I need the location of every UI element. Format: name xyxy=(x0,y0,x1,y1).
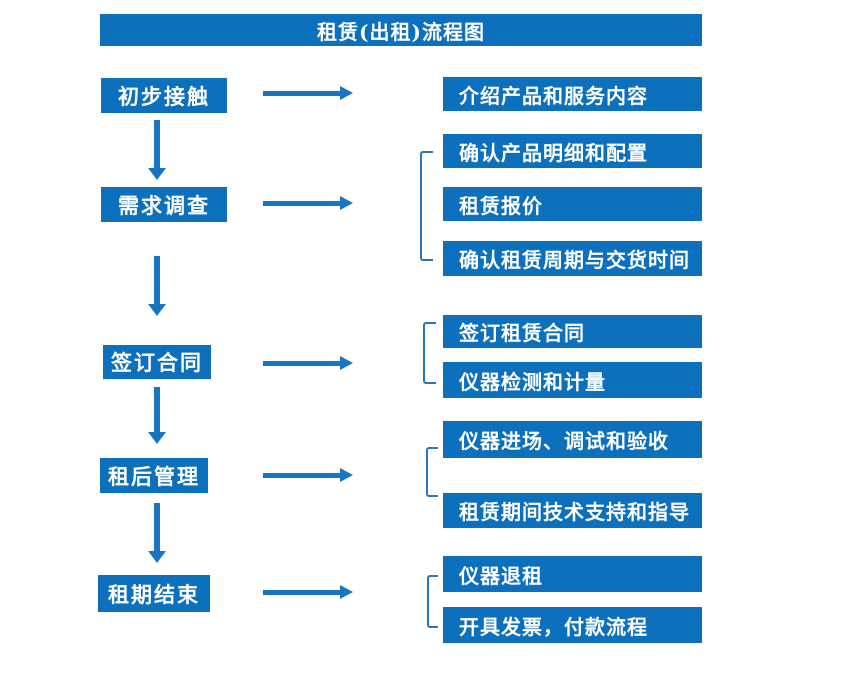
arrow-head-icon xyxy=(340,356,353,370)
detail-label: 租赁报价 xyxy=(459,193,543,218)
detail-box-instrument-return: 仪器退租 xyxy=(443,556,702,592)
detail-box-confirm-product-details: 确认产品明细和配置 xyxy=(443,134,702,168)
arrow-shaft xyxy=(263,589,342,595)
arrow-head-icon xyxy=(148,551,166,563)
arrow-head-icon xyxy=(340,468,353,482)
arrow-shaft xyxy=(154,120,160,170)
arrow-right-post-rental xyxy=(263,468,353,482)
arrow-down-step4-step5 xyxy=(148,503,166,563)
detail-box-invoice-payment: 开具发票，付款流程 xyxy=(443,607,702,643)
step-box-demand-survey: 需求调查 xyxy=(101,187,227,222)
detail-box-instrument-inspection: 仪器检测和计量 xyxy=(443,362,702,398)
step-box-lease-end: 租期结束 xyxy=(98,575,210,612)
group-bracket-lease-end xyxy=(427,575,438,628)
detail-box-instrument-setup-acceptance: 仪器进场、调试和验收 xyxy=(443,421,702,458)
arrow-head-icon xyxy=(148,304,166,316)
detail-label: 仪器进场、调试和验收 xyxy=(459,429,669,453)
detail-label: 仪器退租 xyxy=(459,563,543,588)
arrow-head-icon xyxy=(148,168,166,180)
step-label: 租期结束 xyxy=(108,581,200,607)
detail-label: 仪器检测和计量 xyxy=(459,369,606,394)
arrow-shaft xyxy=(263,200,342,206)
detail-label: 介绍产品和服务内容 xyxy=(459,83,648,108)
group-bracket-post-rental xyxy=(426,447,438,497)
detail-label: 确认租赁周期与交货时间 xyxy=(459,248,690,272)
arrow-shaft xyxy=(154,256,160,306)
step-label: 签订合同 xyxy=(111,350,203,375)
arrow-head-icon xyxy=(340,86,353,100)
detail-label: 确认产品明细和配置 xyxy=(459,140,648,165)
arrow-shaft xyxy=(263,90,342,96)
arrow-shaft xyxy=(154,503,160,553)
arrow-shaft xyxy=(263,472,342,478)
arrow-head-icon xyxy=(340,196,353,210)
step-label: 租后管理 xyxy=(108,463,200,489)
step-label: 需求调查 xyxy=(118,192,210,218)
arrow-right-demand-survey xyxy=(263,196,353,210)
title-bar: 租赁(出租)流程图 xyxy=(100,14,702,46)
page-title: 租赁(出租)流程图 xyxy=(317,19,485,44)
arrow-shaft xyxy=(263,360,342,366)
arrow-down-step3-step4 xyxy=(148,387,166,444)
detail-box-introduce-products: 介绍产品和服务内容 xyxy=(443,77,702,111)
detail-label: 开具发票，付款流程 xyxy=(459,614,648,639)
detail-box-rental-quotation: 租赁报价 xyxy=(443,187,702,221)
step-box-initial-contact: 初步接触 xyxy=(101,78,227,113)
detail-box-confirm-rental-period: 确认租赁周期与交货时间 xyxy=(443,241,702,276)
step-box-post-rental-management: 租后管理 xyxy=(100,458,208,493)
step-label: 初步接触 xyxy=(118,83,210,109)
group-bracket-demand-survey xyxy=(420,151,433,261)
arrow-head-icon xyxy=(340,585,353,599)
detail-box-sign-rental-contract: 签订租赁合同 xyxy=(443,315,702,348)
detail-box-technical-support: 租赁期间技术支持和指导 xyxy=(443,493,702,528)
detail-label: 租赁期间技术支持和指导 xyxy=(459,500,690,524)
arrow-down-step1-step2 xyxy=(148,120,166,180)
detail-label: 签订租赁合同 xyxy=(459,321,585,345)
step-box-contract-signing: 签订合同 xyxy=(103,345,211,379)
group-bracket-contract-signing xyxy=(423,322,436,384)
arrow-right-contract-signing xyxy=(263,356,353,370)
arrow-down-step2-step3 xyxy=(148,256,166,316)
arrow-shaft xyxy=(154,387,160,434)
arrow-head-icon xyxy=(148,432,166,444)
arrow-right-initial-contact xyxy=(263,86,353,100)
arrow-right-lease-end xyxy=(263,585,353,599)
